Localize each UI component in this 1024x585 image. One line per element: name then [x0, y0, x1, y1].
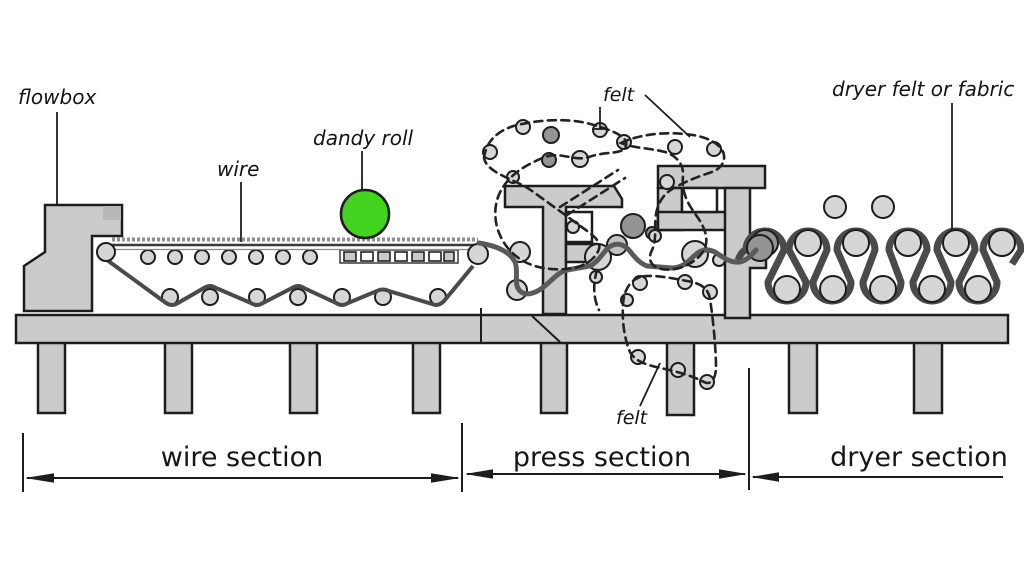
machine-legs	[36, 333, 944, 417]
felt-loop-2	[617, 131, 726, 271]
arrowhead	[465, 469, 493, 479]
felt-leader-2	[644, 94, 691, 138]
arrowhead	[431, 473, 460, 483]
label-press-section: press section	[513, 442, 691, 473]
press-felt-loops	[482, 118, 726, 385]
label-felt-bottom: felt	[616, 407, 649, 429]
felt-run	[558, 168, 620, 209]
label-felt-top: felt	[603, 84, 636, 106]
label-flowbox: flowbox	[18, 85, 96, 109]
arrowhead	[25, 473, 54, 483]
dryer-section-assembly	[734, 195, 1024, 305]
label-wire: wire	[217, 157, 259, 181]
arrowhead	[719, 469, 747, 479]
label-dandy-roll: dandy roll	[313, 126, 414, 150]
felt-loop-1	[482, 118, 628, 271]
paper-web	[476, 240, 759, 297]
felt-loop-3	[621, 274, 718, 385]
dryer-cylinders-bottom	[773, 275, 992, 303]
dandy-roll	[339, 188, 391, 240]
wire-section-assembly	[96, 237, 531, 307]
label-wire-section: wire section	[161, 442, 324, 473]
suction-boxes	[339, 249, 459, 264]
couch-roll	[467, 243, 489, 265]
felt-run	[565, 176, 627, 217]
guide-roll	[871, 195, 895, 219]
guide-roll	[823, 195, 847, 219]
flowbox-shade	[103, 206, 121, 220]
label-dryer-felt: dryer felt or fabric	[832, 77, 1014, 101]
transfer-roll-top	[509, 241, 531, 263]
felt-tail	[592, 268, 601, 312]
diagram-labels: flowbox wire dandy roll felt dryer felt …	[18, 77, 1014, 429]
section-dimensions: wire section press section dryer section	[22, 368, 1008, 492]
breast-roll	[96, 242, 116, 262]
flowbox	[22, 203, 124, 313]
felt-bottom-leader	[639, 362, 661, 407]
arrowhead	[751, 472, 779, 482]
wire-return-run	[105, 258, 475, 307]
machine-base-beam	[14, 308, 1010, 345]
label-dryer-section: dryer section	[830, 442, 1008, 473]
